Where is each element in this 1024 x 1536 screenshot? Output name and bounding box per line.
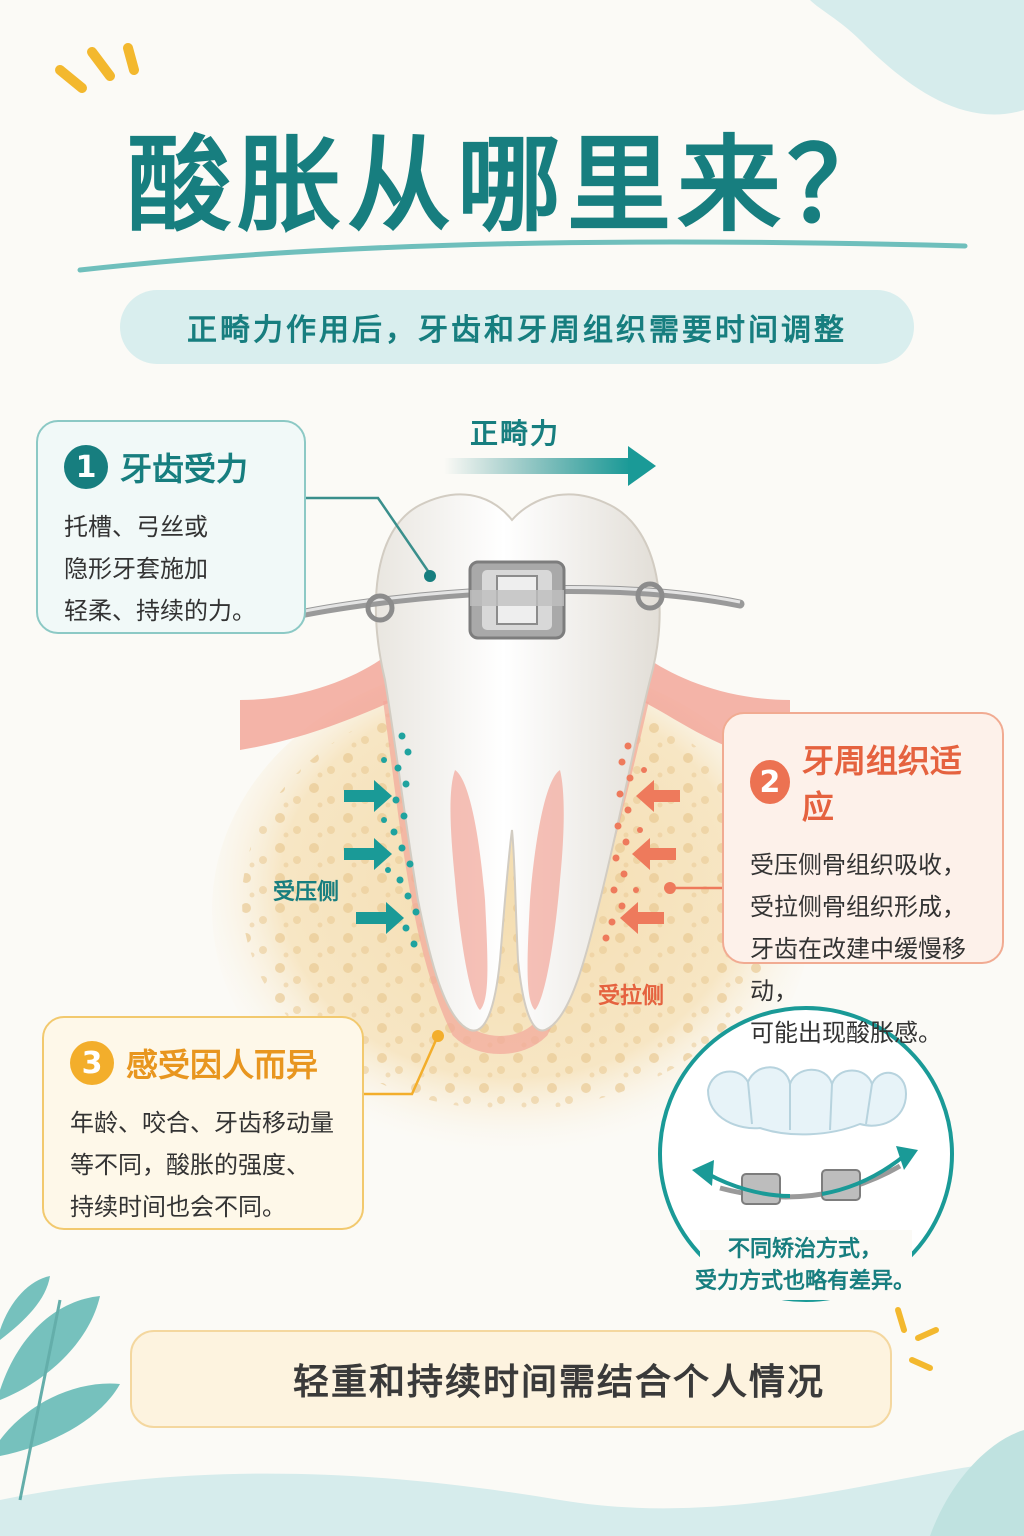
force-label: 正畸力	[470, 417, 561, 450]
sparkle-icon-bottom	[895, 1307, 939, 1371]
aligner-icon	[706, 1066, 908, 1136]
sparkle-icon	[55, 43, 139, 93]
card-title-row: 2 牙周组织适应	[750, 736, 976, 828]
pressure-side-label: 受压侧	[273, 880, 340, 905]
card-title: 感受因人而异	[126, 1046, 319, 1084]
bottom-note: 轻重和持续时间需结合个人情况	[292, 1362, 825, 1403]
force-arrow-head	[628, 446, 656, 486]
card-title-row: 1 牙齿受力	[64, 444, 278, 490]
double-arrow-icon	[692, 1146, 918, 1186]
card-tooth-force: 1 牙齿受力 托槽、弓丝或 隐形牙套施加 轻柔、持续的力。	[36, 420, 306, 634]
card-title-row: 3 感受因人而异	[70, 1040, 336, 1086]
bottom-wave	[0, 1460, 1024, 1536]
force-arrow-shaft	[444, 458, 630, 474]
pressure-arrows	[344, 780, 404, 934]
title-underline	[77, 239, 968, 273]
tension-arrows	[620, 780, 680, 934]
caption-line-2: 受力方式也略有差异。	[694, 1269, 915, 1294]
subtitle: 正畸力作用后，牙齿和牙周组织需要时间调整	[187, 313, 847, 348]
step-number-badge: 1	[64, 445, 108, 489]
pulp	[450, 770, 564, 1010]
bottom-right-leaf	[930, 1430, 1024, 1536]
card-title: 牙周组织适应	[801, 742, 962, 826]
card-title: 牙齿受力	[120, 450, 249, 488]
page-title: 酸胀从哪里来？	[126, 124, 897, 246]
leaf-decoration	[0, 1276, 120, 1501]
card-individual-difference: 3 感受因人而异 年龄、咬合、牙齿移动量 等不同，酸胀的强度、 持续时间也会不同…	[42, 1016, 364, 1230]
top-right-blob	[810, 0, 1024, 115]
card-body: 受压侧骨组织吸收， 受拉侧骨组织形成， 牙齿在改建中缓慢移动， 可能出现酸胀感。	[750, 851, 966, 1047]
subtitle-pill: 正畸力作用后，牙齿和牙周组织需要时间调整	[120, 290, 914, 364]
tooth	[374, 493, 661, 1032]
card-body: 年龄、咬合、牙齿移动量 等不同，酸胀的强度、 持续时间也会不同。	[70, 1109, 334, 1221]
leader-1	[306, 496, 432, 575]
caption-line-1: 不同矫治方式，	[727, 1237, 882, 1262]
leader-3	[364, 1039, 438, 1096]
tension-dots	[602, 742, 647, 942]
comparison-caption: 不同矫治方式， 受力方式也略有差异。	[640, 1234, 970, 1298]
pressure-dots	[381, 732, 420, 948]
card-periodontal-adapt: 2 牙周组织适应 受压侧骨组织吸收， 受拉侧骨组织形成， 牙齿在改建中缓慢移动，…	[722, 712, 1004, 1047]
step-number-badge: 3	[70, 1041, 114, 1085]
tension-side-label: 受拉侧	[598, 984, 665, 1009]
card-body: 托槽、弓丝或 隐形牙套施加 轻柔、持续的力。	[64, 513, 256, 625]
bracket-icon	[468, 560, 566, 640]
step-number-badge: 2	[750, 760, 790, 804]
bottom-note-pill: 轻重和持续时间需结合个人情况	[130, 1330, 892, 1428]
